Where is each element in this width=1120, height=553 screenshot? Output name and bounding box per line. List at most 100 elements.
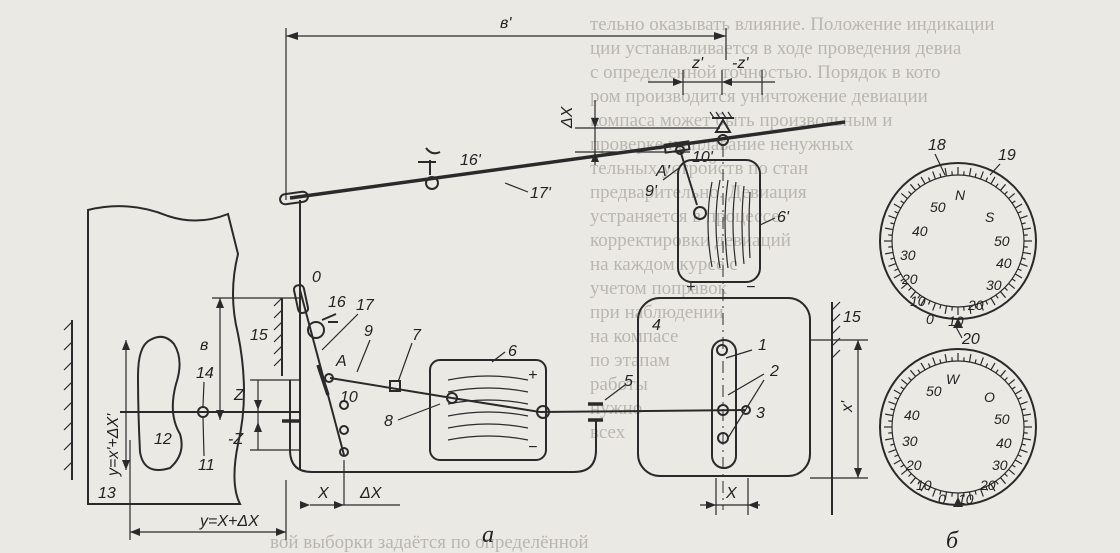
label-minus-6: − [528,439,537,456]
dial-tick [908,473,912,477]
dial-tick [1021,222,1026,225]
dial-tick [927,486,931,491]
label-18: 18 [928,137,946,154]
dial-tick [1021,257,1026,260]
dial-tick [1011,278,1016,282]
label-6-prime: 6' [777,209,790,226]
dial-tick [888,263,897,267]
dial-tick [980,357,984,366]
dial-tick [917,294,921,299]
dial-tick [909,291,917,299]
dial-tick [920,176,926,185]
dial-top-right-30: 30 [986,277,1002,293]
dial-tick [944,305,948,314]
label-minus-top: − [746,279,755,296]
dial-top-left-40: 40 [912,223,928,239]
dial-bottom-left-40: 40 [904,407,920,423]
label-16: 16 [328,294,346,311]
dial-tick [893,459,902,465]
dial-tick [900,192,908,200]
dial-tick [894,454,899,458]
dial-tick [999,477,1007,485]
dial-tick [893,203,902,209]
label-13: 13 [98,485,116,502]
label-x-left: X [317,485,330,502]
dial-tick [1004,377,1008,381]
dial-tick [995,369,999,374]
dial-bottom-right-10: 10 [958,491,974,507]
dial-tick [1011,386,1016,390]
dial-tick [900,464,905,468]
dial-tick [908,377,912,381]
dial-tick [908,287,912,291]
dial-tick [1017,454,1022,458]
dial-bottom-right-20: 20 [979,477,996,493]
dial-tick [985,486,989,491]
label-z-prime: z' [691,55,704,72]
dial-tick [1022,437,1031,441]
dial-bottom-W: W [946,371,961,387]
dial-tick [1004,191,1008,195]
dial-top-left-30: 30 [900,247,916,263]
dial-tick [1022,251,1031,255]
label-12: 12 [154,431,172,448]
dial-tick [920,483,926,492]
lever-17-prime: 16' 17' [279,120,846,206]
dial-tick [894,268,899,272]
dial-tick [999,291,1007,299]
left-lever: 0 16 17 A 10 [292,200,375,470]
label-b-prime: в' [500,15,512,32]
dial-top-S: S [985,209,995,225]
dial-tick [995,480,999,485]
dial-bottom-O: O [984,389,995,405]
bg-line-13: при наблюдении [590,302,724,323]
dial-tick [885,413,894,417]
label-10: 10 [340,389,358,406]
dial-bottom-left-30: 30 [902,433,918,449]
dial-tick [917,480,921,485]
dial-tick [980,302,984,311]
dial-tick [894,396,899,400]
label-6: 6 [508,343,517,360]
dial-tick [932,171,936,180]
dial-top-left-20: 20 [901,271,918,287]
dial-bottom-left-10: 10 [916,477,932,493]
bg-line-2: ции устанавливается в ходе проведения де… [590,38,962,59]
label-1: 1 [758,337,767,354]
label-neg-z-prime: -z' [732,55,749,72]
dial-tick [990,176,996,185]
dial-tick [1014,203,1023,209]
dial-tick [894,210,899,214]
dial-tick [885,227,894,231]
bg-line-3: с определенной точностью. Порядок в кото [590,62,941,83]
bg-line-11: на каждом курсе с [590,254,738,275]
dial-tick [908,191,912,195]
bg-line-4: ром производится уничтожение девиации [590,86,928,107]
dial-top-right-50: 50 [994,233,1010,249]
bg-line-14: на компасе [590,326,678,347]
rod-9: 9 7 8 [329,323,541,430]
dial-bottom-right-50: 50 [994,411,1010,427]
dial-tick [1014,389,1023,395]
dial-tick [900,282,908,290]
dial-tick [974,359,977,364]
label-y-eq: y=X+ΔX [199,513,260,530]
dimension-y-prime: y=x'+ΔX' [105,340,130,477]
dial-tick [985,177,989,182]
dial-top-right-40: 40 [996,255,1012,271]
dial-tick [893,273,902,279]
dial-tick [944,168,948,177]
bg-line-1: тельно оказывать влияние. Положение инди… [590,14,995,35]
dial-tick [900,378,908,386]
dial-tick [932,302,936,311]
label-delta-x-bottom: ΔX [359,485,383,502]
dial-tick [1011,464,1016,468]
compass-dial-top: N S 50 40 30 20 10 0 50 40 30 20 10 18 1… [879,137,1037,348]
dial-tick [888,449,897,453]
label-3: 3 [756,405,765,422]
dial-tick [890,443,895,446]
dial-tick [974,490,977,495]
dial-top-N: N [955,187,966,203]
label-0: 0 [312,269,321,286]
dial-tick [985,300,989,305]
